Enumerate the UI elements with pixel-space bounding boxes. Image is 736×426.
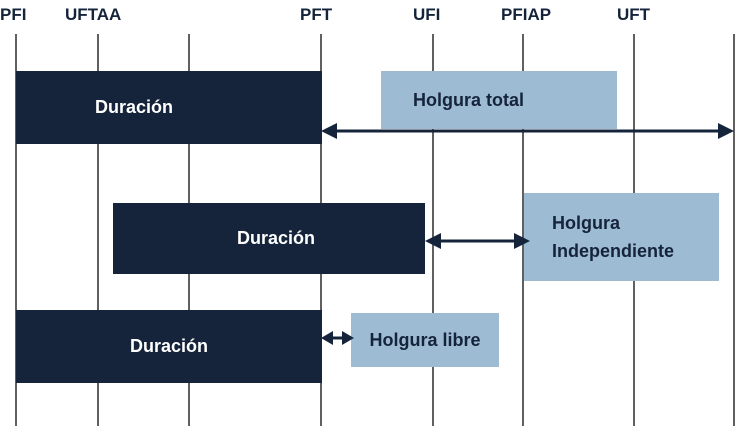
row1-total-slack-label: Holgura total (413, 89, 524, 110)
header-uftaa: UFTAA (65, 5, 122, 24)
row2-double-arrow (425, 233, 530, 249)
row2-independent-slack-line1: Holgura (552, 213, 621, 233)
header-ufi: UFI (413, 5, 441, 24)
row3-free-slack-bar: Holgura libre (351, 313, 499, 367)
row2-duration-label: Duración (236, 228, 315, 248)
row3-double-arrow (321, 331, 354, 345)
header-uft: UFT (617, 5, 651, 24)
row1-double-arrow (321, 123, 734, 139)
row2-duration-bar: Duración (113, 203, 425, 274)
row3-free-slack-label: Holgura libre (369, 329, 481, 350)
row3-duration-bar: Duración (16, 310, 322, 383)
header-pfi: PFI (0, 5, 27, 24)
header-pft: PFT (300, 5, 333, 24)
row1-duration-bar: Duración (16, 71, 322, 144)
row2-independent-slack-line2: Independiente (552, 241, 675, 261)
row1-total-slack-bar: Holgura total (381, 71, 617, 129)
header-pfiap: PFIAP (501, 5, 552, 24)
row2-independent-slack-bar: Holgura Independiente (524, 193, 719, 281)
row1-duration-label: Duración (94, 97, 173, 117)
row3-duration-label: Duración (129, 336, 208, 356)
